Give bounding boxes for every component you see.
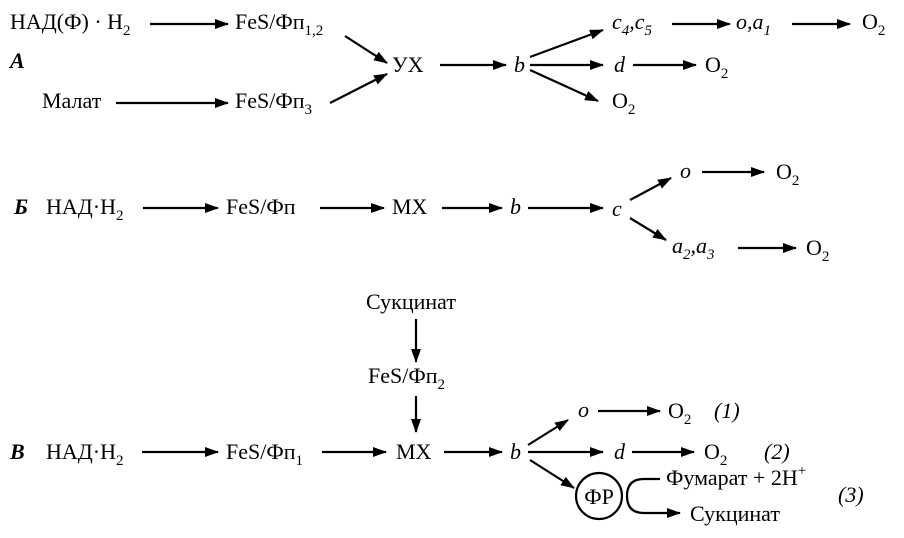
section-v-label: В	[9, 439, 25, 464]
b-node-v: b	[510, 439, 521, 464]
pathway-mark-1: (1)	[714, 398, 740, 423]
d-node-a: d	[614, 52, 626, 77]
mx-node-v: МХ	[396, 439, 432, 464]
fumarate-node: Фумарат + 2H+	[666, 463, 806, 490]
o-node-v: o	[578, 397, 589, 422]
oa1-node: o,a1	[736, 9, 771, 39]
o2-node-1: O2	[668, 398, 691, 428]
c4c5-node: c4,c5	[612, 9, 653, 39]
pathway-mark-2: (2)	[764, 439, 790, 464]
fes-fp-node-b: FeS/Фп	[226, 194, 296, 219]
section-a-label: A	[8, 48, 25, 73]
malate-node: Малат	[42, 88, 102, 113]
a2a3-node-b: a2,a3	[672, 233, 715, 263]
mx-node-b: МХ	[392, 194, 428, 219]
arrow-b-o-v	[527, 419, 569, 446]
o2-top-b: O2	[776, 159, 799, 189]
nadph-node: НАД(Ф) · Н2	[10, 9, 131, 39]
nadh-node-b: НАД·Н2	[46, 194, 124, 224]
o-node-b: o	[680, 158, 691, 183]
section-a: A НАД(Ф) · Н2 FeS/Фп1,2 Малат FeS/Фп3 УХ…	[8, 9, 885, 118]
fes-fp1-node: FeS/Фп1	[226, 439, 303, 469]
pathway-mark-3: (3)	[838, 482, 864, 507]
fumarate-succinate-connector	[625, 477, 681, 518]
arrow-c-a2a3-b	[629, 217, 667, 241]
o2-mid-a: O2	[705, 52, 728, 82]
fes-fp12-node: FeS/Фп1,2	[235, 9, 323, 39]
section-v: Сукцинат FeS/Фп2 В НАД·Н2 FeS/Фп1 МХ b o…	[9, 289, 864, 526]
nadh-node-v: НАД·Н2	[46, 439, 124, 469]
c-node-b: c	[612, 196, 622, 221]
arrow-b-c4c5	[529, 28, 604, 59]
o2-node-2: O2	[704, 439, 727, 469]
arrow-b-o2-low	[529, 68, 599, 103]
arrow-c-o-b	[629, 177, 672, 201]
o2-top-a: O2	[862, 9, 885, 39]
section-b-label: Б	[13, 194, 28, 219]
arrow-fesfp3-ux	[329, 73, 388, 104]
succinate-top-node: Сукцинат	[366, 289, 456, 314]
fes-fp2-node: FeS/Фп2	[368, 363, 445, 393]
fr-node: ФР	[584, 484, 614, 509]
arrow-fesfp12-ux	[344, 35, 388, 64]
d-node-v: d	[614, 439, 626, 464]
fr-circle	[574, 471, 624, 521]
b-node-a: b	[514, 52, 525, 77]
b-node-b: b	[510, 194, 521, 219]
fes-fp3-node: FeS/Фп3	[235, 88, 312, 118]
ux-node: УХ	[392, 52, 424, 77]
arrow-b-fr	[529, 459, 575, 489]
succinate-bottom-node: Сукцинат	[690, 501, 780, 526]
section-b: Б НАД·Н2 FeS/Фп МХ b c o O2 a2,a3 O2	[13, 158, 829, 265]
o2-low-a: O2	[612, 88, 635, 118]
o2-low-b: O2	[806, 235, 829, 265]
